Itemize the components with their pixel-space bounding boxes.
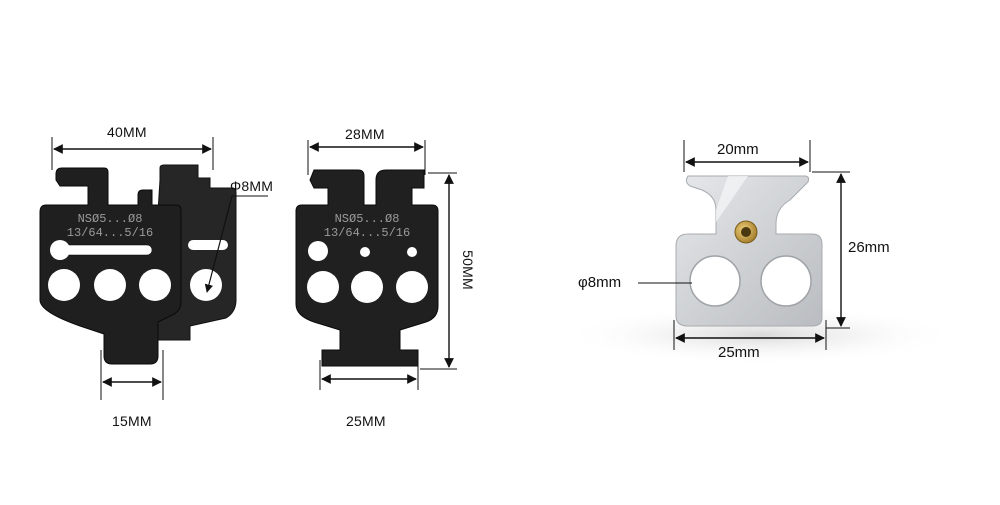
middle-small-hole-right [407, 247, 417, 257]
middle-plate [295, 169, 439, 367]
right-dim-bottom-label: 25mm [718, 344, 760, 361]
brass-rivet-hole [741, 227, 751, 237]
left-back-slot [188, 240, 228, 250]
left-slot [61, 244, 153, 256]
left-engraving-1: NSØ5...Ø8 [78, 212, 143, 226]
middle-dim-bottom-label: 25MM [346, 413, 386, 429]
middle-hole-2 [351, 271, 383, 303]
right-dim-height-label: 26mm [848, 239, 890, 256]
left-hole-1 [48, 269, 80, 301]
left-hole-2 [94, 269, 126, 301]
left-dim-hole-label: Φ8MM [230, 178, 274, 194]
middle-engraving-2: 13/64...5/16 [324, 226, 410, 240]
middle-small-hole-center [360, 247, 370, 257]
left-engraving-2: 13/64...5/16 [67, 226, 153, 240]
right-part [560, 140, 960, 365]
left-hole-leader [204, 195, 233, 293]
right-dim-hole-label: φ8mm [578, 274, 622, 291]
left-hole-back [190, 269, 222, 301]
left-small-hole [50, 240, 70, 260]
middle-hole-3 [396, 271, 428, 303]
left-front-plate [39, 167, 182, 365]
left-part: NSØ5...Ø8 13/64...5/16 [39, 137, 268, 400]
right-hole-left [689, 255, 741, 307]
middle-small-hole-left [308, 241, 328, 261]
left-hole-3 [139, 269, 171, 301]
right-hole-right [760, 255, 812, 307]
middle-engraving-1: NSØ5...Ø8 [335, 212, 400, 226]
left-dim-top-label: 40MM [107, 124, 147, 140]
middle-dim-height-label: 50MM [459, 250, 476, 290]
middle-hole-1 [307, 271, 339, 303]
right-highlight [716, 176, 748, 222]
left-dim-bottom-label: 15MM [112, 413, 152, 429]
middle-dim-top-label: 28MM [345, 126, 385, 142]
right-dim-top-label: 20mm [717, 141, 759, 158]
middle-part: NSØ5...Ø8 13/64...5/16 [295, 140, 457, 390]
right-aluminum-plate [675, 175, 823, 327]
